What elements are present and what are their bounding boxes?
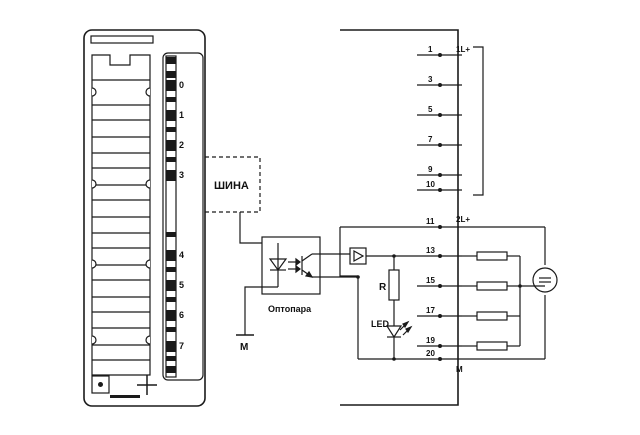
ground-label: M <box>240 342 248 353</box>
terminal-numbers-group-1: 1 3 5 7 9 10 <box>426 45 435 189</box>
terminal-11: 11 <box>426 217 435 226</box>
channel-label-0: 0 <box>179 80 184 90</box>
channel-label-6: 6 <box>179 310 184 320</box>
terminal-group-2 <box>339 226 558 360</box>
socket-icon <box>91 375 110 394</box>
group-1-bracket <box>473 46 484 196</box>
terminal-20: 20 <box>426 349 435 358</box>
channel-label-1: 1 <box>179 110 184 120</box>
module-housing-outline <box>340 29 459 406</box>
led-label: LED <box>371 319 390 329</box>
terminal-1: 1 <box>428 45 433 54</box>
resistor-label: R <box>379 282 387 293</box>
terminal-numbers-group-2: 11 13 15 17 19 20 <box>426 217 435 358</box>
terminal-19: 19 <box>426 336 435 345</box>
ground-wire <box>244 286 278 335</box>
terminal-15: 15 <box>426 276 435 285</box>
channel-label-7: 7 <box>179 341 184 351</box>
optocoupler-block <box>261 236 321 295</box>
optocoupler-label: Оптопара <box>268 304 312 314</box>
terminal-10: 10 <box>426 180 435 189</box>
channel-labels: 0 1 2 3 4 5 6 7 <box>179 80 184 351</box>
status-led-icon <box>385 325 403 339</box>
resistor-r <box>388 269 400 301</box>
dc-supply-icon <box>532 267 558 293</box>
supply-label-1l: 1L+ <box>456 45 470 54</box>
channel-label-2: 2 <box>179 140 184 150</box>
terminal-slots <box>92 79 150 361</box>
terminal-dots <box>356 53 522 361</box>
channel-label-4: 4 <box>179 250 184 260</box>
terminal-9: 9 <box>428 165 433 174</box>
terminal-17: 17 <box>426 306 435 315</box>
module-front-panel <box>83 29 206 407</box>
terminal-7: 7 <box>428 135 433 144</box>
terminal-5: 5 <box>428 105 433 114</box>
channel-label-5: 5 <box>179 280 184 290</box>
bus-label: ШИНА <box>214 180 249 192</box>
bus-wire <box>239 212 262 244</box>
supply-label-m: M <box>456 365 463 374</box>
latch-notches <box>91 87 151 345</box>
terminal-group-1 <box>417 46 484 196</box>
channel-label-3: 3 <box>179 170 184 180</box>
terminal-13: 13 <box>426 246 435 255</box>
supply-label-2l: 2L+ <box>456 215 470 224</box>
status-led-strip <box>166 57 176 373</box>
terminal-3: 3 <box>428 75 433 84</box>
